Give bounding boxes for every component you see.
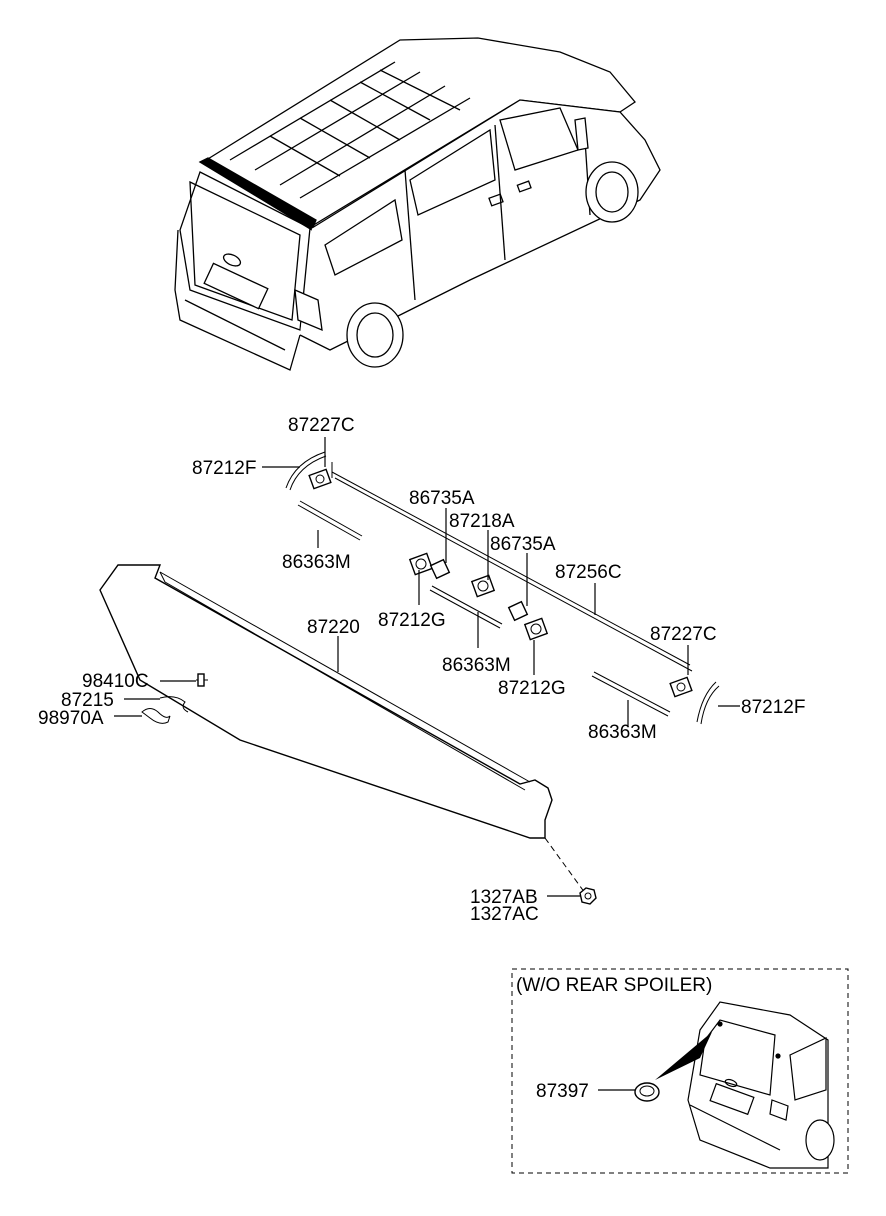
screw-98410C: [196, 673, 208, 687]
pad-87212G-right: [523, 617, 549, 641]
label-1327AB: 1327AB: [470, 887, 538, 908]
label-87212G-right: 87212G: [498, 678, 566, 699]
label-87227C-top: 87227C: [288, 415, 355, 436]
label-98410C: 98410C: [82, 671, 149, 692]
end-cap-left: [285, 451, 326, 489]
label-87218A: 87218A: [449, 511, 515, 532]
label-87256C: 87256C: [555, 562, 622, 583]
part-labels: 87227C 87212F 86735A 87218A 86735A 86363…: [38, 415, 805, 925]
inset-title: (W/O REAR SPOILER): [516, 975, 712, 996]
label-87212F-right: 87212F: [741, 697, 805, 718]
strip-86363M-left: [297, 504, 361, 541]
wire-87215: [159, 696, 189, 713]
label-87220: 87220: [307, 617, 360, 638]
strip-86363M-mid: [429, 589, 501, 629]
spoiler-assembly: [99, 451, 720, 905]
inset-no-spoiler: (W/O REAR SPOILER) 87397: [511, 968, 849, 1174]
pad-86735A-2: [507, 600, 529, 622]
pad-86735A-1: [429, 558, 451, 580]
inset-pointer: [655, 1032, 712, 1080]
nut-1327AB: [579, 887, 597, 905]
label-86363M-left: 86363M: [282, 552, 351, 573]
clip-98970A: [141, 708, 171, 724]
label-86363M-right: 86363M: [588, 722, 657, 743]
label-86363M-mid: 86363M: [442, 655, 511, 676]
spoiler-body: [99, 564, 553, 839]
cap-87397: [634, 1082, 660, 1102]
pad-87227C-right: [669, 676, 693, 698]
van-illustration: [174, 37, 661, 371]
label-86735A-1: 86735A: [409, 488, 475, 509]
leader-lines: [114, 437, 740, 1091]
pad-87212G-left: [408, 552, 434, 576]
label-86735A-2: 86735A: [490, 534, 556, 555]
label-87215: 87215: [61, 690, 114, 711]
pad-87227C-top: [308, 468, 332, 490]
label-87212F-left: 87212F: [192, 458, 256, 479]
inset-van: [687, 1001, 835, 1169]
label-87212G-left: 87212G: [378, 610, 446, 631]
strip-87256C: [331, 471, 691, 666]
end-cap-right: [696, 681, 717, 723]
pad-87218A: [470, 574, 496, 598]
strip-86363M-right: [591, 675, 669, 717]
label-87397: 87397: [536, 1081, 589, 1102]
spoiler-highlight: [198, 157, 317, 231]
label-98970A: 98970A: [38, 708, 104, 729]
label-1327AC: 1327AC: [470, 904, 539, 925]
label-87227C-right: 87227C: [650, 624, 717, 645]
